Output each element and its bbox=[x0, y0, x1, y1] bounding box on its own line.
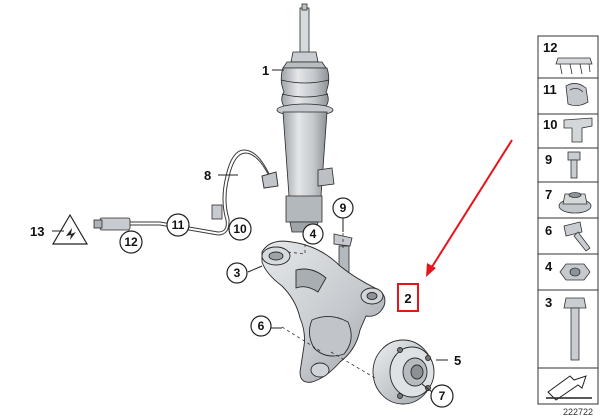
callout-10: 10 bbox=[228, 217, 252, 241]
svg-text:10: 10 bbox=[233, 222, 247, 236]
svg-text:9: 9 bbox=[545, 152, 552, 167]
svg-text:7: 7 bbox=[545, 187, 552, 202]
bracket-icon bbox=[563, 117, 593, 143]
callout-11: 11 bbox=[166, 213, 190, 237]
highlight-arrow bbox=[426, 139, 513, 277]
clip-icon bbox=[555, 57, 593, 75]
svg-text:12: 12 bbox=[543, 40, 557, 55]
callout-8: 8 bbox=[204, 168, 211, 183]
navigation-arrow-icon bbox=[546, 375, 592, 401]
wheel-carrier bbox=[261, 240, 386, 383]
panel-item-4: 4 bbox=[545, 259, 591, 281]
sensor-clip bbox=[211, 204, 223, 220]
callout-6: 6 bbox=[250, 315, 272, 337]
bolt-icon bbox=[563, 221, 591, 252]
callout-2-highlight: 2 bbox=[397, 283, 419, 312]
callout-1: 1 bbox=[262, 63, 269, 78]
callout-9: 9 bbox=[332, 197, 354, 219]
callout-7: 7 bbox=[430, 384, 454, 408]
svg-text:11: 11 bbox=[172, 218, 185, 232]
panel-item-7: 7 bbox=[545, 187, 592, 214]
long-bolt-icon bbox=[563, 297, 587, 361]
warning-triangle-icon bbox=[51, 213, 89, 245]
svg-text:4: 4 bbox=[310, 227, 317, 241]
svg-text:2: 2 bbox=[404, 291, 411, 306]
svg-text:9: 9 bbox=[340, 201, 347, 215]
diagram-number: 222722 bbox=[563, 407, 593, 417]
svg-text:3: 3 bbox=[234, 266, 241, 280]
svg-text:12: 12 bbox=[124, 235, 138, 249]
panel-item-10: 10 bbox=[543, 117, 593, 143]
callout-5: 5 bbox=[454, 353, 461, 368]
assembly-lines bbox=[281, 232, 376, 379]
panel-item-6: 6 bbox=[545, 221, 591, 252]
callout-13: 13 bbox=[30, 224, 44, 239]
panel-item-12: 12 bbox=[543, 40, 593, 75]
sensor-cable bbox=[130, 149, 279, 236]
panel-item-11: 11 bbox=[543, 82, 589, 106]
svg-text:10: 10 bbox=[543, 117, 557, 132]
shock-absorber-strut bbox=[276, 3, 335, 233]
callout-4: 4 bbox=[302, 223, 324, 245]
svg-text:3: 3 bbox=[545, 295, 552, 310]
svg-text:4: 4 bbox=[545, 259, 553, 274]
svg-text:6: 6 bbox=[545, 223, 552, 238]
sensor-connector bbox=[93, 217, 131, 231]
callout-12: 12 bbox=[119, 230, 143, 254]
hex-nut-icon bbox=[559, 263, 591, 281]
wheel-hub bbox=[372, 339, 435, 405]
clamp-icon bbox=[565, 83, 589, 106]
svg-text:6: 6 bbox=[258, 319, 265, 333]
collar-nut-icon bbox=[558, 192, 592, 214]
svg-text:7: 7 bbox=[439, 389, 446, 403]
panel-item-3: 3 bbox=[545, 295, 587, 361]
callout-3: 3 bbox=[226, 262, 248, 284]
bolt-icon bbox=[567, 151, 581, 179]
panel-item-9: 9 bbox=[545, 151, 581, 179]
svg-text:11: 11 bbox=[543, 82, 557, 97]
parts-panel: 12 11 10 9 bbox=[537, 35, 599, 405]
